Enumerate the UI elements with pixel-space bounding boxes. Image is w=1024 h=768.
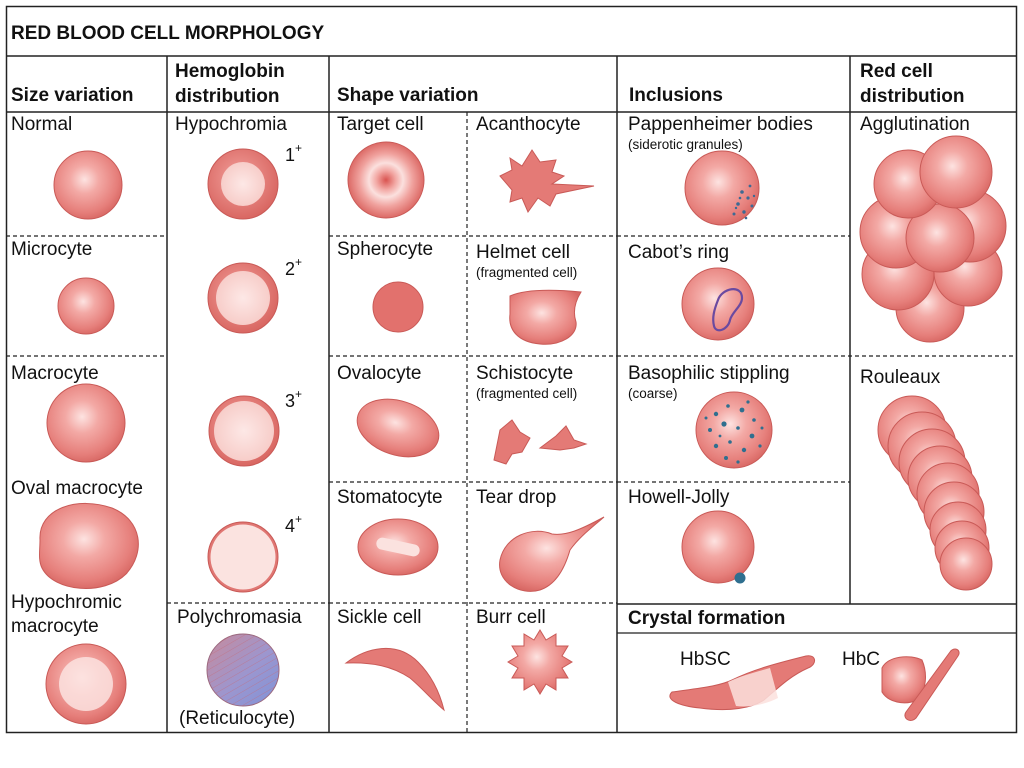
cabots-ring-cell [681,267,755,341]
cabots-ring [712,288,744,332]
hbc-crystal-block [881,656,926,704]
basophilic-stippling-cell [695,391,773,469]
label-rouleaux: Rouleaux [860,367,941,388]
label-oval-macrocyte: Oval macrocyte [11,478,143,499]
schistocyte-cell-1 [493,419,531,465]
red-cell-header-line1: Red cell [860,61,933,82]
siderotic-granules [732,184,756,220]
label-helmet-cell: Helmet cell [476,242,570,263]
label-ovalocyte: Ovalocyte [337,363,422,384]
stippling-dots [704,400,764,464]
label-acanthocyte: Acanthocyte [476,114,581,135]
label-sickle-cell: Sickle cell [337,607,422,628]
agglutination-cluster [859,135,1007,343]
howell-jolly-body [734,572,746,584]
macrocyte-cell [46,383,126,463]
sickle-cell [344,648,445,712]
oval-macrocyte-cell [39,502,139,589]
helmet-cell [509,289,582,345]
label-basophilic: Basophilic stippling [628,363,790,384]
label-hypochromia: Hypochromia [175,114,287,135]
label-hypochromic-line1: Hypochromic [11,592,122,613]
label-howell-jolly: Howell-Jolly [628,487,730,508]
label-agglutination: Agglutination [860,114,970,135]
size-variation-header: Size variation [11,85,134,106]
grade-1-label: 1+ [285,141,303,165]
label-hbc: HbC [842,649,881,670]
burr-cell [507,629,573,695]
label-pappenheimer: Pappenheimer bodies [628,114,813,135]
label-pappenheimer-sub: (siderotic granules) [628,137,743,152]
label-normal: Normal [11,114,73,135]
label-macrocyte: Macrocyte [11,363,99,384]
chart-title: RED BLOOD CELL MORPHOLOGY [11,23,325,44]
schistocyte-cell-2 [538,425,588,451]
grade-3-label: 3+ [285,387,303,411]
tear-drop-cell [499,516,605,592]
microcyte-cell [57,277,115,335]
label-helmet-sub: (fragmented cell) [476,265,578,280]
normal-cell [53,150,123,220]
grade-2-label: 2+ [285,255,303,279]
acanthocyte-cell [499,149,595,214]
label-tear-drop: Tear drop [476,487,557,508]
shape-variation-header: Shape variation [337,85,479,106]
hemoglobin-header-line2: distribution [175,86,280,107]
label-hypochromic-line2: macrocyte [11,616,99,637]
label-schistocyte-sub: (fragmented cell) [476,386,578,401]
label-stomatocyte: Stomatocyte [337,487,443,508]
label-reticulocyte: (Reticulocyte) [179,708,296,729]
label-schistocyte: Schistocyte [476,363,574,384]
crystal-formation-header: Crystal formation [628,608,786,629]
hemoglobin-header-line1: Hemoglobin [175,61,285,82]
label-microcyte: Microcyte [11,239,93,260]
label-burr-cell: Burr cell [476,607,546,628]
label-spherocyte: Spherocyte [337,239,434,260]
rouleaux-stack [877,395,993,591]
label-target-cell: Target cell [337,114,424,135]
label-hbsc: HbSC [680,649,731,670]
howell-jolly-cell [681,510,755,584]
label-basophilic-sub: (coarse) [628,386,678,401]
grade-4-label: 4+ [285,512,303,536]
spherocyte-cell [372,281,424,333]
pappenheimer-cell [684,150,760,226]
red-cell-header-line2: distribution [860,86,965,107]
ovalocyte-cell [356,398,440,458]
label-cabots-ring: Cabot’s ring [628,242,730,263]
inclusions-header: Inclusions [629,85,723,106]
chart-frame [5,5,1018,734]
hbc-crystal-bar [904,648,960,721]
label-polychromasia: Polychromasia [177,607,302,628]
target-cell [347,141,425,219]
